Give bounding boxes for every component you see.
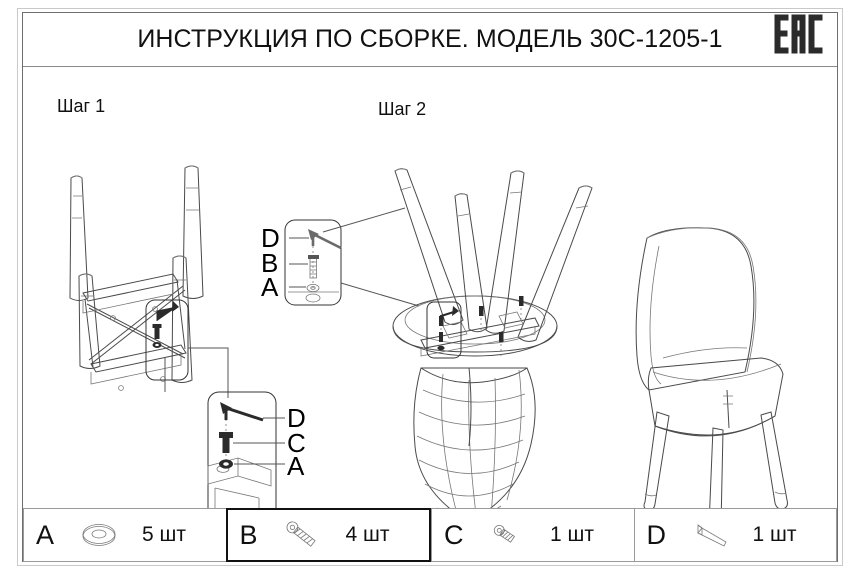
legend-qty-c: 1 шт	[550, 523, 594, 546]
step-1-label: Шаг 1	[57, 96, 106, 116]
legend-letter-c: C	[444, 519, 464, 550]
step-2-callout-label-d: D	[261, 223, 280, 253]
legend-letter-a: A	[36, 519, 55, 550]
step-2-label: Шаг 2	[378, 99, 427, 119]
step-1-callout-label-a: A	[287, 451, 305, 481]
step-1-parts-callout	[207, 391, 285, 508]
washer-icon	[70, 518, 128, 552]
step-1-callout-label-d: D	[287, 403, 306, 433]
step-1-callout-leader	[164, 347, 229, 398]
parts-legend: A 5 шт B	[23, 508, 837, 562]
legend-letter-d: D	[646, 519, 667, 550]
step-2-callout-label-b: B	[261, 248, 279, 278]
legend-cell-d: D 1 шт	[633, 508, 837, 562]
chair-frame-inverted	[69, 165, 204, 391]
screw-icon	[478, 518, 536, 552]
eac-certification-mark	[774, 14, 823, 54]
inner-frame	[22, 12, 838, 562]
legend-qty-b: 4 шт	[345, 523, 390, 546]
legend-letter-b: B	[239, 519, 258, 550]
step-2-diagram	[284, 168, 788, 508]
bolt-icon	[274, 518, 332, 552]
step-1-callout-label-c: C	[287, 428, 306, 458]
chair-upside-down	[392, 168, 593, 508]
legend-qty-d: 1 шт	[752, 523, 797, 546]
chair-back-quilted	[413, 367, 536, 508]
step-2-callout-label-a: A	[261, 272, 279, 302]
work-area: Шаг 1 Шаг 2	[23, 68, 837, 508]
page-title: ИНСТРУКЦИЯ ПО СБОРКЕ. МОДЕЛЬ 30С-1205-1	[137, 25, 723, 53]
step-1-inset-detail	[145, 299, 189, 381]
legend-cell-c: C 1 шт	[431, 508, 634, 562]
legend-cell-a: A 5 шт	[23, 508, 226, 562]
legend-qty-a: 5 шт	[142, 523, 186, 546]
header: ИНСТРУКЦИЯ ПО СБОРКЕ. МОДЕЛЬ 30С-1205-1	[23, 13, 837, 67]
step-1-diagram	[69, 165, 285, 508]
assembly-fastener-marks	[439, 296, 524, 356]
legend-cell-b: B 4 шт	[225, 508, 431, 562]
step-2-parts-callout	[284, 207, 420, 307]
hex-key-icon	[681, 518, 739, 552]
finished-chair	[635, 227, 788, 508]
